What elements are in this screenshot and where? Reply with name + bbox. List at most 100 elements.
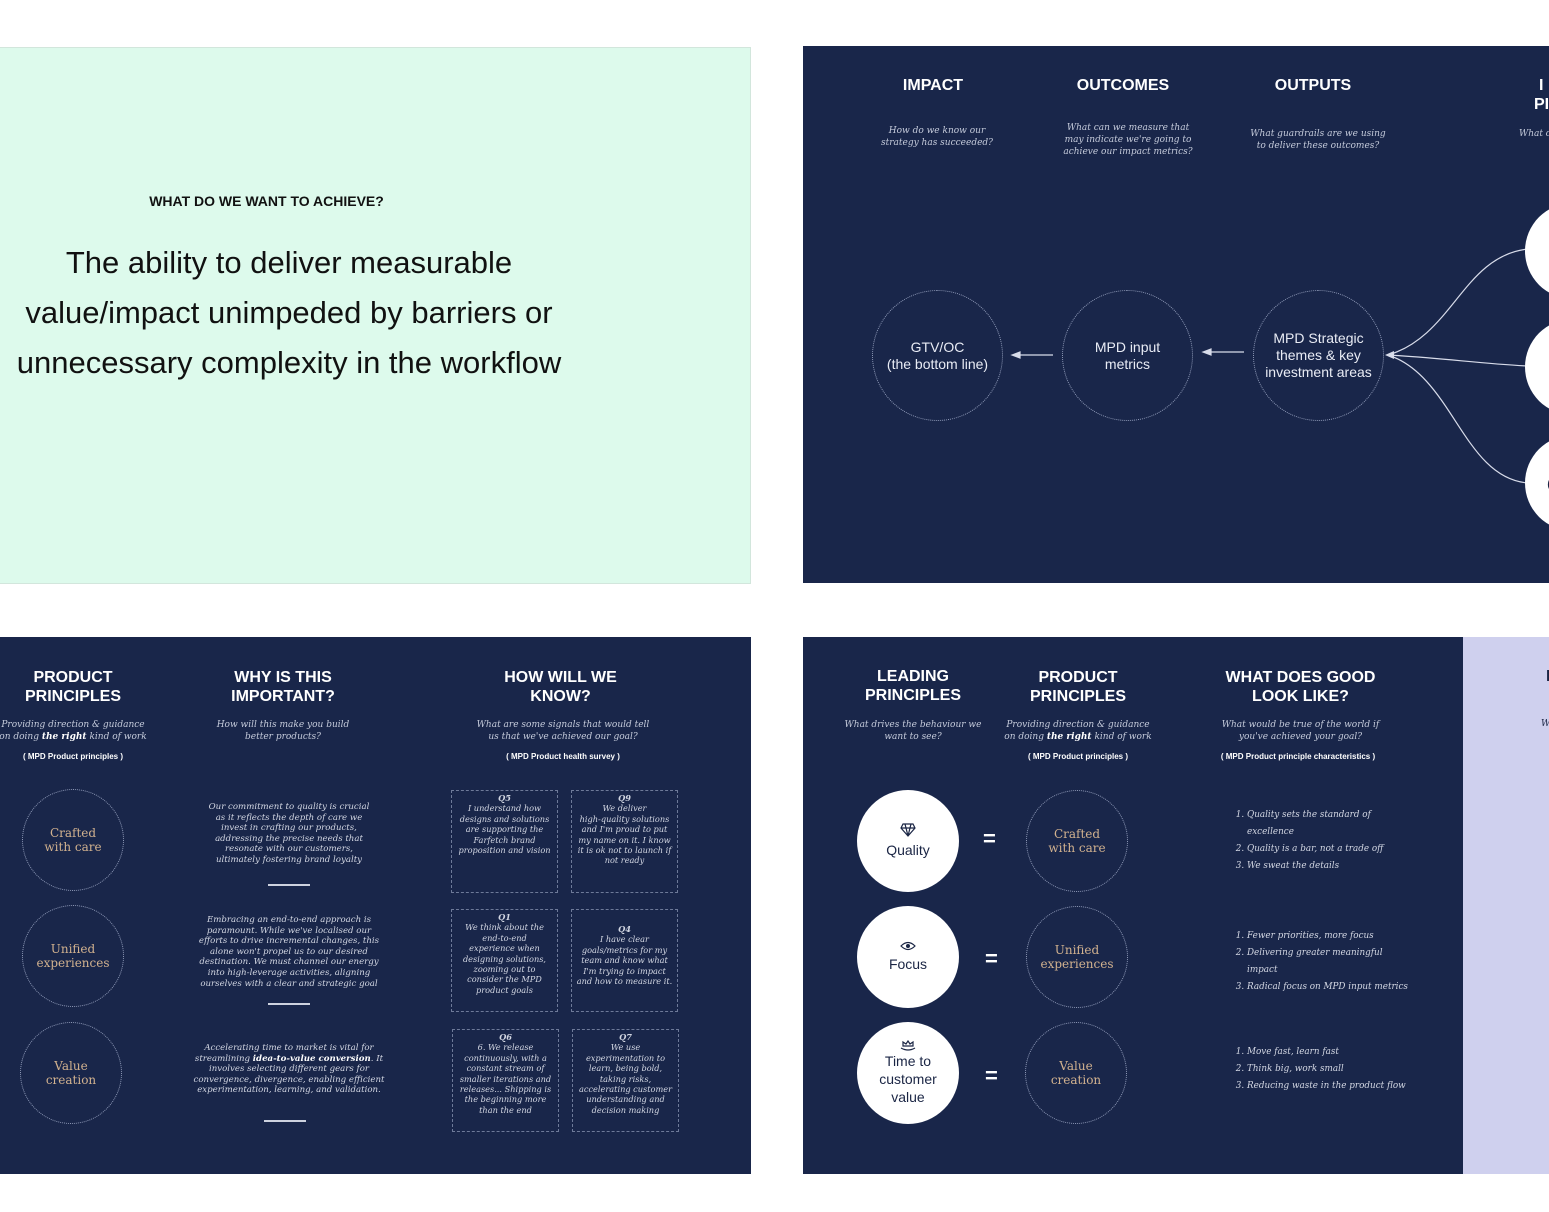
survey-question-id: Q9 — [618, 793, 631, 803]
col-subtitle-why-important: How will this make you build better prod… — [216, 720, 350, 742]
subtitle-post: kind of work — [1091, 732, 1152, 742]
col-title-product-principles: PRODUCT PRINCIPLES — [24, 669, 121, 705]
col-subtitle-outcomes: What can we measure that may indicate we… — [1063, 123, 1193, 157]
why-text-focus: Embracing an end-to-end approach is para… — [198, 915, 380, 989]
divider-row-2 — [268, 1003, 310, 1005]
fan-in-curves — [1387, 248, 1529, 484]
why-text-quality: Our commitment to quality is crucial as … — [208, 802, 370, 865]
survey-question-id: Q6 — [499, 1032, 512, 1042]
leading-label: Quality — [886, 842, 930, 858]
divider-row-1 — [268, 884, 310, 886]
survey-question-id: Q4 — [618, 924, 631, 934]
why-post: . It involves selecting different gears … — [193, 1053, 385, 1096]
flow-node-input-metrics: MPD input metrics — [1062, 290, 1193, 421]
survey-question-text: 6. We release continuously, with a const… — [459, 1042, 552, 1115]
crown-hand-icon — [900, 1040, 916, 1051]
survey-question-text: We use experimentation to learn, being b… — [579, 1042, 672, 1115]
tag-principle-characteristics: ( MPD Product principle characteristics … — [1220, 752, 1376, 761]
col-subtitle-product-principles: Providing direction & guidance on doing … — [1003, 719, 1153, 743]
good-item: Think big, work small — [1247, 1061, 1447, 1078]
col-title-why-important: WHY IS THIS IMPORTANT? — [231, 669, 335, 705]
subtitle-bold: the right — [1046, 732, 1092, 742]
col-subtitle-what-good: What would be true of the world if you'v… — [1221, 720, 1380, 742]
leading-circle-quality: Quality — [857, 790, 959, 892]
tag-health-survey: ( MPD Product health survey ) — [506, 752, 620, 761]
col-subtitle-outputs: What guardrails are we using to deliver … — [1250, 129, 1386, 151]
col-title-outputs: OUTPUTS — [1274, 77, 1352, 94]
tag-product-principles: ( MPD Product principles ) — [1027, 752, 1128, 761]
col-title-how-know: HOW WILL WE KNOW? — [504, 669, 617, 705]
principle-value-creation: Value creation — [20, 1022, 122, 1124]
equals-sign: = — [985, 946, 998, 971]
partial-white-label-3: ( — [1547, 474, 1549, 492]
why-bold: idea-to-value conversion — [252, 1053, 371, 1064]
col-subtitle-how-know: What are some signals that would tell us… — [476, 720, 650, 742]
partial-lavender-panel: I W — [1463, 637, 1549, 1174]
col-title-impact: IMPACT — [902, 77, 964, 94]
principle-value-creation: Value creation — [1025, 1022, 1127, 1124]
good-list-time-to-value: Move fast, learn fast Think big, work sm… — [1227, 1044, 1447, 1095]
col-title-outcomes: OUTCOMES — [1076, 77, 1170, 94]
col-subtitle-product-principles: Providing direction & guidance on doing … — [0, 719, 148, 743]
principle-crafted-with-care: Crafted with care — [1026, 790, 1128, 892]
subtitle-pre: Providing direction & guidance on doing — [1004, 720, 1150, 742]
col-title-partial-top: I — [1539, 77, 1544, 94]
col-subtitle-partial: What d — [1519, 129, 1549, 139]
arrow-outputs-to-outcomes — [1201, 348, 1244, 356]
equals-sign: = — [985, 1063, 998, 1088]
good-list-quality: Quality sets the standard of excellence … — [1227, 807, 1447, 875]
good-item: Quality is a bar, not a trade off — [1247, 841, 1447, 858]
slide-principles-why[interactable]: PRODUCT PRINCIPLES Providing direction &… — [0, 637, 751, 1174]
subtitle-post: kind of work — [86, 732, 147, 742]
principle-unified-experiences: Unified experiences — [1026, 906, 1128, 1008]
leading-circle-focus: Focus — [857, 906, 959, 1008]
why-text-time-to-value: Accelerating time to market is vital for… — [189, 1043, 389, 1096]
arrow-outcomes-to-impact — [1010, 351, 1053, 359]
col-title-partial-bottom: PI — [1534, 96, 1549, 113]
good-item: Quality sets the standard of excellence — [1247, 807, 1447, 841]
survey-question-id: Q7 — [619, 1032, 632, 1042]
good-item: Delivering greater meaningful impact — [1247, 945, 1447, 979]
survey-question-text: We think about the end-to-end experience… — [462, 922, 547, 995]
flow-node-gtv: GTV/OC (the bottom line) — [872, 290, 1003, 421]
diamond-icon — [900, 823, 916, 837]
achieve-heading: WHAT DO WE WANT TO ACHIEVE? — [149, 193, 384, 209]
col-title-product-principles: PRODUCT PRINCIPLES — [1029, 669, 1126, 705]
col-title-leading-principles: LEADING PRINCIPLES — [864, 668, 961, 704]
good-item: Move fast, learn fast — [1247, 1044, 1447, 1061]
partial-panel-title: I — [1546, 668, 1549, 685]
good-item: Fewer priorities, more focus — [1247, 928, 1447, 945]
slide-leading-principles[interactable]: LEADING PRINCIPLES What drives the behav… — [803, 637, 1549, 1174]
fan-in-arrowhead — [1385, 351, 1394, 359]
principle-crafted-with-care: Crafted with care — [22, 789, 124, 891]
flow-node-strategic-themes: MPD Strategic themes & key investment ar… — [1253, 290, 1384, 421]
good-list-focus: Fewer priorities, more focus Delivering … — [1227, 928, 1447, 996]
col-subtitle-impact: How do we know our strategy has succeede… — [880, 126, 994, 148]
leading-circle-time-to-value: Time to customer value — [857, 1022, 959, 1124]
partial-panel-subtitle: W — [1541, 719, 1549, 729]
good-item: Reducing waste in the product flow — [1247, 1078, 1447, 1095]
slide-impact-flow[interactable]: IMPACT How do we know our strategy has s… — [803, 46, 1549, 583]
why-pre: Accelerating time to market is vital for… — [194, 1043, 374, 1064]
flow-connectors — [1010, 248, 1529, 484]
survey-question-id: Q5 — [498, 793, 511, 803]
principle-unified-experiences: Unified experiences — [22, 905, 124, 1007]
survey-question-text: We deliver high-quality solutions and I'… — [577, 803, 672, 866]
slide-achieve[interactable]: WHAT DO WE WANT TO ACHIEVE? The ability … — [0, 47, 751, 584]
tag-product-principles: ( MPD Product principles ) — [22, 752, 123, 761]
subtitle-pre: Providing direction & guidance on doing — [0, 720, 145, 742]
good-item: Radical focus on MPD input metrics — [1247, 979, 1447, 996]
leading-label: Time to customer value — [879, 1053, 937, 1105]
survey-question-id: Q1 — [498, 912, 511, 922]
equals-sign: = — [983, 826, 996, 851]
survey-question-text: I understand how designs and solutions a… — [458, 803, 551, 856]
divider-row-3 — [264, 1120, 306, 1122]
survey-question-text: I have clear goals/metrics for my team a… — [576, 934, 673, 987]
col-subtitle-leading-principles: What drives the behaviour we want to see… — [844, 720, 982, 742]
